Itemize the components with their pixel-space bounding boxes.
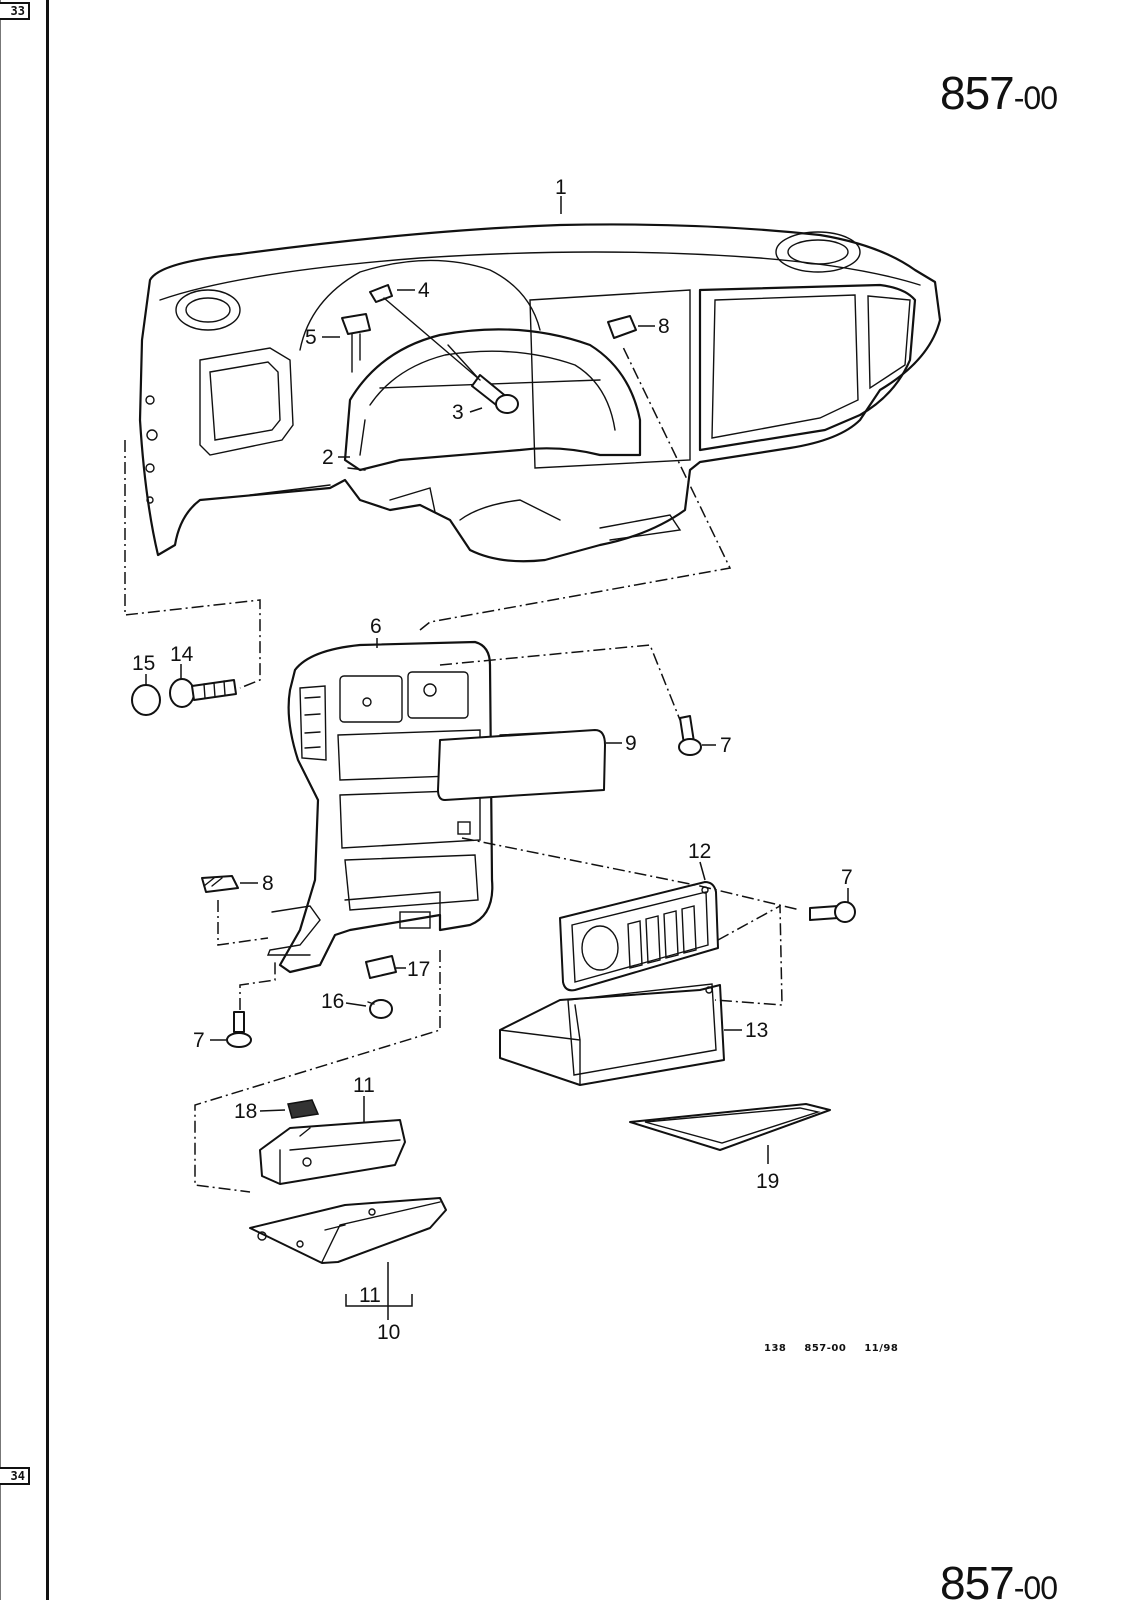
drawing-ref-date: 11/98 bbox=[864, 1343, 899, 1354]
callout-7[interactable]: 7 bbox=[841, 866, 853, 889]
callout-1[interactable]: 1 bbox=[555, 176, 567, 199]
callout-3[interactable]: 3 bbox=[452, 401, 464, 424]
page-tab-bottom[interactable]: 34 bbox=[0, 1467, 30, 1485]
drawing-ref-code: 857-00 bbox=[804, 1343, 847, 1354]
callout-13[interactable]: 13 bbox=[745, 1019, 768, 1042]
clip-part-16[interactable] bbox=[367, 999, 393, 1019]
binding-margin-line bbox=[46, 0, 49, 1600]
callout-18[interactable]: 18 bbox=[234, 1100, 257, 1123]
drawing-reference: 138 857-00 11/98 bbox=[764, 1343, 916, 1354]
callout-5[interactable]: 5 bbox=[305, 326, 317, 349]
page-code-top: 857-00 bbox=[940, 66, 1058, 120]
screw-part-7-right[interactable] bbox=[809, 901, 856, 923]
switch-panel[interactable] bbox=[559, 881, 719, 992]
callout-11[interactable]: 11 bbox=[353, 1074, 375, 1097]
callout-15[interactable]: 15 bbox=[132, 652, 155, 675]
center-console[interactable] bbox=[278, 640, 494, 974]
callout-19[interactable]: 19 bbox=[756, 1170, 779, 1193]
cap-part-15[interactable] bbox=[131, 684, 161, 716]
callout-10[interactable]: 10 bbox=[377, 1321, 400, 1344]
assembly-guide-lines bbox=[124, 344, 801, 1193]
ashtray-housing[interactable] bbox=[259, 1119, 406, 1185]
callout-labels: 1 2 3 4 5 6 7 7 7 8 8 9 10 11 11 12 13 1… bbox=[132, 176, 853, 1344]
blanking-panel[interactable] bbox=[437, 729, 606, 801]
page-edge-line bbox=[0, 0, 1, 1600]
page-code-main: 857 bbox=[940, 67, 1015, 119]
callout-8[interactable]: 8 bbox=[262, 872, 274, 895]
callout-9[interactable]: 9 bbox=[625, 732, 637, 755]
dashboard-panel[interactable] bbox=[138, 223, 942, 563]
clip-part-17[interactable] bbox=[365, 955, 397, 979]
callout-6[interactable]: 6 bbox=[370, 615, 382, 638]
callout-2[interactable]: 2 bbox=[322, 446, 334, 469]
callout-8[interactable]: 8 bbox=[658, 315, 670, 338]
screw-part-3[interactable] bbox=[447, 344, 519, 414]
callout-4[interactable]: 4 bbox=[418, 279, 430, 302]
retainer-part-5[interactable] bbox=[341, 313, 371, 373]
tray-mat[interactable] bbox=[629, 1103, 831, 1151]
clip-part-8-lower[interactable] bbox=[201, 875, 239, 893]
ashtray[interactable] bbox=[249, 1197, 447, 1264]
bolt-part-14[interactable] bbox=[169, 678, 237, 708]
callout-16[interactable]: 16 bbox=[321, 990, 344, 1013]
drawing-ref-number: 138 bbox=[764, 1343, 787, 1354]
callout-14[interactable]: 14 bbox=[170, 643, 194, 666]
screw-part-7-lower[interactable] bbox=[226, 1011, 252, 1048]
switch-part-18[interactable] bbox=[287, 1099, 320, 1119]
screw-part-7-upper[interactable] bbox=[678, 715, 702, 756]
callout-12[interactable]: 12 bbox=[688, 840, 711, 863]
callout-17[interactable]: 17 bbox=[407, 958, 430, 981]
page-tab-top[interactable]: 33 bbox=[0, 2, 30, 20]
callout-7[interactable]: 7 bbox=[193, 1029, 205, 1052]
page-code-suffix: -00 bbox=[1013, 80, 1058, 116]
instrument-cluster-hood[interactable] bbox=[347, 467, 366, 471]
clip-part-4[interactable] bbox=[369, 284, 481, 381]
storage-tray[interactable] bbox=[499, 983, 725, 1086]
clip-part-8-upper[interactable] bbox=[607, 315, 637, 339]
callout-11[interactable]: 11 bbox=[359, 1284, 381, 1307]
callout-7[interactable]: 7 bbox=[720, 734, 732, 757]
mounting-bracket[interactable] bbox=[266, 905, 321, 956]
